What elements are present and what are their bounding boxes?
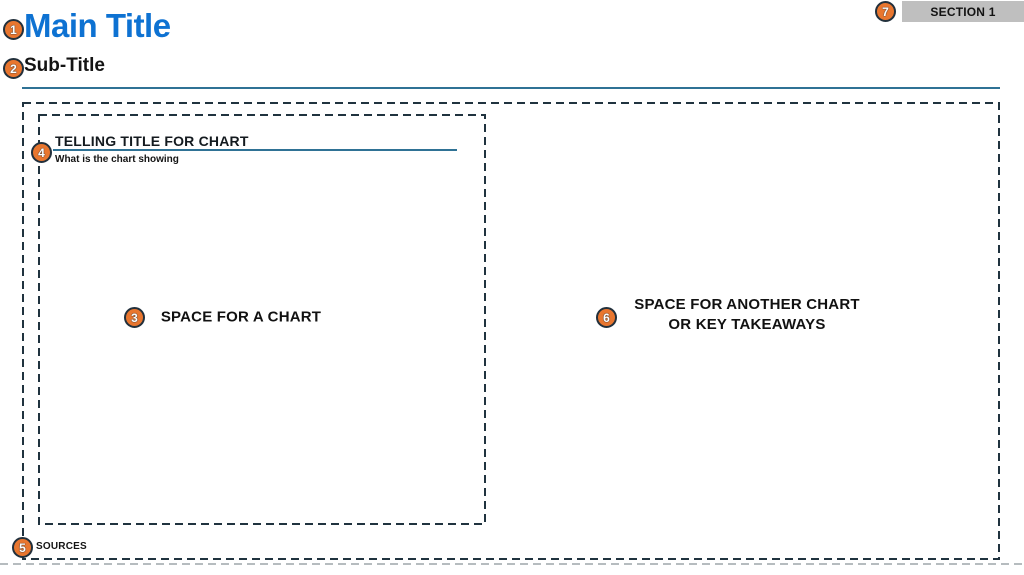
chart-placeholder-text: SPACE FOR A CHART	[160, 308, 322, 326]
right-placeholder-text: SPACE FOR ANOTHER CHART OR KEY TAKEAWAYS	[634, 295, 859, 335]
right-placeholder-line1: SPACE FOR ANOTHER CHART	[634, 296, 860, 313]
sources-label: SOURCES	[36, 541, 87, 552]
chart-dashed-frame	[38, 114, 486, 525]
main-title: Main Title	[24, 7, 171, 44]
section-tag: SECTION 1	[902, 1, 1024, 22]
annotation-marker-6: 6	[596, 307, 617, 328]
annotation-marker-5: 5	[12, 537, 33, 558]
sub-title: Sub-Title	[24, 55, 105, 76]
annotation-marker-3: 3	[124, 307, 145, 328]
outer-dashed-frame	[22, 102, 1000, 560]
header-rule	[22, 87, 1000, 89]
annotation-marker-1: 1	[3, 19, 24, 40]
annotation-marker-4: 4	[31, 142, 52, 163]
chart-panel-title: TELLING TITLE FOR CHART	[55, 133, 249, 149]
annotation-marker-7: 7	[875, 1, 896, 22]
chart-panel-subtitle: What is the chart showing	[55, 154, 179, 165]
chart-title-rule	[53, 149, 457, 151]
right-placeholder-line2: OR KEY TAKEAWAYS	[668, 316, 826, 333]
section-tag-label: SECTION 1	[930, 4, 996, 19]
annotation-marker-2: 2	[3, 58, 24, 79]
